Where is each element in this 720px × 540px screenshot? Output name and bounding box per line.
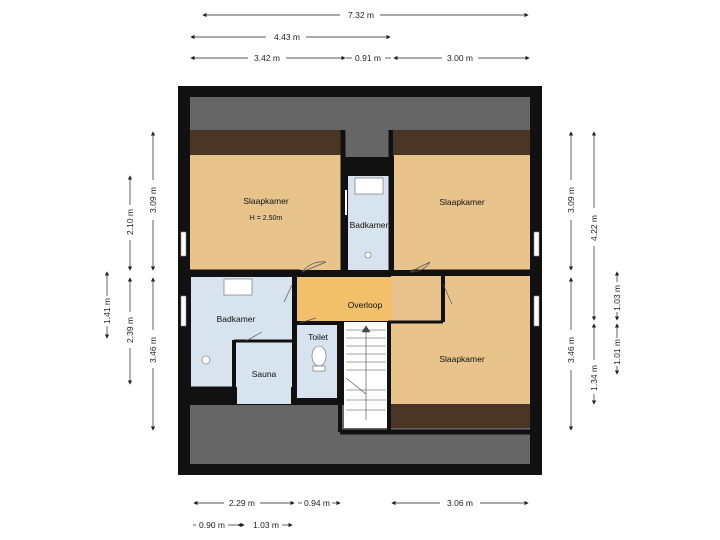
- label-badkamer-small: Badkamer: [350, 220, 389, 230]
- door-slaapkamer-nw: [301, 261, 327, 273]
- dim-right-lower-mid: 1.34 m: [589, 365, 599, 391]
- door-badkamer-large: [283, 284, 293, 303]
- dim-right-upper-inner: 3.09 m: [566, 187, 576, 213]
- dim-bottom-right: 3.06 m: [447, 498, 473, 508]
- stairs: [345, 325, 386, 420]
- dim-top-left: 3.42 m: [254, 53, 280, 63]
- windows: [180, 231, 540, 327]
- dim-top-right: 3.00 m: [447, 53, 473, 63]
- eaves-se: [391, 404, 530, 428]
- dim-right-mid-outer: 1.03 m: [612, 285, 622, 311]
- dim-bottom2-mid: 1.03 m: [253, 520, 279, 530]
- door-toilet: [299, 317, 317, 324]
- toilet-bowl: [311, 345, 327, 367]
- room-slaapkamer-se: [391, 276, 530, 428]
- label-slaapkamer-se: Slaapkamer: [439, 354, 485, 364]
- interior-walls: [190, 130, 530, 435]
- label-slaapkamer-ne: Slaapkamer: [439, 197, 485, 207]
- sink-badkamer-small: [354, 177, 384, 195]
- dim-right-lower-inner: 3.46 m: [566, 337, 576, 363]
- doors: [245, 190, 453, 342]
- fixtures: [201, 177, 384, 372]
- door-slaapkamer-ne: [409, 261, 431, 273]
- label-badkamer-large: Badkamer: [217, 314, 256, 324]
- dim-left-lower-outer: 3.46 m: [148, 337, 158, 363]
- label-overloop: Overloop: [348, 300, 383, 310]
- label-sauna: Sauna: [252, 369, 277, 379]
- dim-right-lower-outer: 1.01 m: [612, 339, 622, 365]
- dimensions-top: 7.32 m 4.43 m 3.42 m 0.91 m 3.00 m: [190, 10, 530, 63]
- eaves-nw: [190, 130, 343, 155]
- label-height: H = 2.50m: [250, 215, 283, 222]
- room-labels: Slaapkamer H = 2.50m Slaapkamer Badkamer…: [217, 196, 485, 379]
- dim-left-upper-inner: 2.10 m: [125, 209, 135, 235]
- door-slaapkamer-se: [442, 283, 453, 305]
- dim-bottom2-left: 0.90 m: [199, 520, 225, 530]
- label-slaapkamer-nw: Slaapkamer: [243, 196, 289, 206]
- shower-drain: [201, 355, 211, 365]
- dim-left-lower-inner: 2.39 m: [125, 317, 135, 343]
- sink-badkamer-large: [223, 278, 253, 296]
- dim-bottom-left: 2.29 m: [229, 498, 255, 508]
- dim-left-mid-outer: 1.41 m: [102, 298, 112, 324]
- label-toilet: Toilet: [308, 332, 328, 342]
- dimensions-bottom: 2.29 m 0.94 m 3.06 m 0.90 m 1.03 m: [193, 498, 529, 530]
- dim-top-center: 0.91 m: [355, 53, 381, 63]
- room-sauna: [237, 344, 291, 404]
- door-sauna: [245, 331, 263, 342]
- dim-left-upper-outer: 3.09 m: [148, 187, 158, 213]
- dimensions-right: 3.09 m 4.22 m 1.03 m 3.46 m 1.34 m 1.01 …: [566, 131, 622, 431]
- dimensions-left: 2.10 m 3.09 m 1.41 m 2.39 m 3.46 m: [102, 131, 158, 431]
- eaves-ne: [394, 130, 530, 155]
- dim-bottom-mid: 0.94 m: [304, 498, 330, 508]
- dim-top-mid: 4.43 m: [274, 32, 300, 42]
- dim-right-upper-outer: 4.22 m: [589, 215, 599, 241]
- dim-top-total: 7.32 m: [348, 10, 374, 20]
